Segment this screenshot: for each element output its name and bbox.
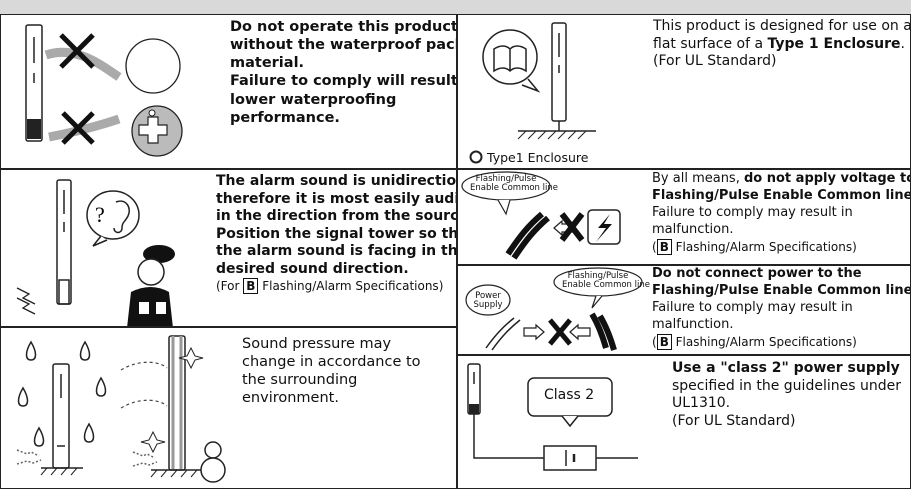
sparkle-icon	[140, 430, 166, 454]
circle-ok-icon	[469, 150, 483, 164]
callout-text: Class 2	[544, 387, 595, 403]
bubble-label-line: Flashing/Pulse Enable Common line	[562, 271, 650, 290]
no-power-illustration	[465, 267, 643, 351]
book-icon	[493, 45, 527, 73]
alarm-direction-illustration: ?	[16, 179, 175, 326]
spec-ref-box: B	[656, 238, 672, 255]
enclosure-caption: Type1 Enclosure	[487, 150, 589, 165]
sparkle-icon	[178, 346, 204, 370]
x-mark-icon	[559, 212, 585, 242]
panel-sound-pressure: Sound pressure may change in accordance …	[0, 327, 457, 489]
bubble-label: Flashing/Pulse Enable Common line	[470, 174, 558, 193]
power-supply-icon	[543, 445, 597, 471]
panel-text: By all means, do not apply voltage to th…	[652, 171, 911, 255]
panel-no-power: Power Supply Flashing/Pulse Enable Commo…	[457, 265, 911, 355]
panel-type1-enclosure: Type1 Enclosure This product is designed…	[457, 14, 911, 169]
snowman-icon	[204, 441, 222, 459]
panel-text: The alarm sound is unidirectional, there…	[216, 173, 457, 294]
x-mark-icon	[59, 33, 95, 69]
raindrop-icons	[17, 340, 107, 447]
enclosure-illustration	[469, 22, 596, 164]
panel-class2-supply: Class 2 Use a "class 2" power supply spe…	[457, 355, 911, 489]
x-mark-icon	[548, 318, 572, 346]
bubble-label-power: Power Supply	[473, 291, 503, 310]
waterproof-packing-illustration	[25, 24, 183, 157]
x-mark-icon	[61, 111, 95, 145]
panel-text: Do not operate this product without the …	[230, 19, 457, 126]
class2-illustration	[467, 363, 638, 471]
panel-no-voltage: Flashing/Pulse Enable Common line By all…	[457, 169, 911, 265]
panel-text: This product is designed for use on a fl…	[653, 18, 911, 69]
ear-icon	[113, 200, 130, 234]
svg-text:?: ?	[95, 202, 105, 227]
spec-ref-box: B	[243, 278, 259, 294]
panel-text: Sound pressure may change in accordance …	[242, 336, 421, 407]
sound-pressure-illustration	[16, 335, 226, 483]
no-voltage-illustration	[461, 171, 621, 260]
header-bar	[0, 0, 911, 15]
lightning-icon	[596, 214, 612, 242]
panel-text: Do not connect power to the Flashing/Pul…	[652, 266, 911, 350]
panel-alarm-direction: ? The alarm sound is unidirectional, the…	[0, 169, 457, 327]
panel-waterproof-packing: Do not operate this product without the …	[0, 14, 457, 169]
spec-ref-box: B	[656, 333, 672, 350]
panel-text: Use a "class 2" power supply specified i…	[672, 360, 901, 429]
